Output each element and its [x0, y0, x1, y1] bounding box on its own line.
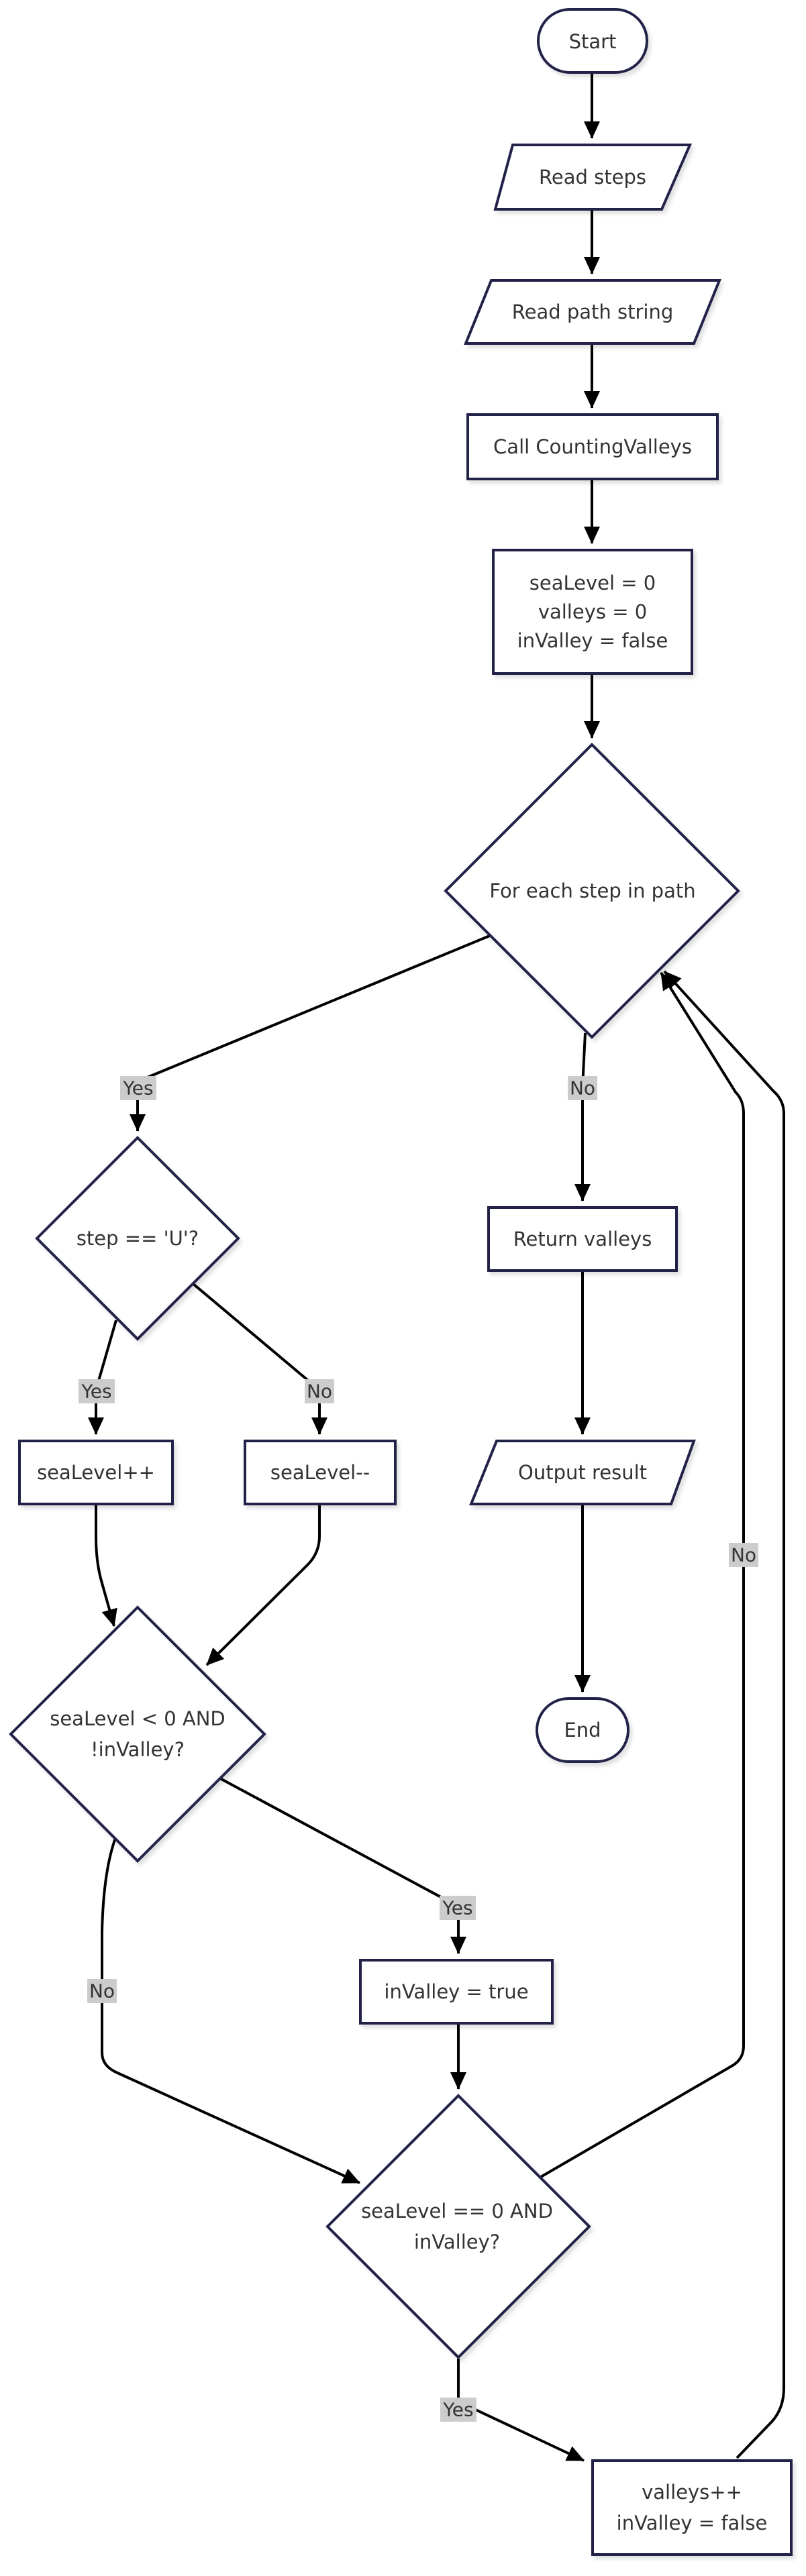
- node-label-check-surface-line-1: seaLevel == 0 AND: [361, 2200, 553, 2222]
- edge-label-text: No: [570, 1077, 595, 1099]
- edge-check-below-to-check-surface: [101, 1837, 360, 2184]
- node-label-end-line-1: End: [564, 1719, 601, 1741]
- node-label-step-u-line-1: step == 'U'?: [77, 1227, 199, 1250]
- node-label-output-line-1: Output result: [518, 1461, 647, 1484]
- node-set-in-valley[interactable]: [359, 1959, 554, 2025]
- node-for-each-step[interactable]: [444, 743, 740, 1039]
- node-sea-level-inc[interactable]: [18, 1440, 174, 1505]
- nodes: [9, 8, 793, 2556]
- node-label-init-line-3: inValley = false: [517, 629, 668, 652]
- node-return-valleys[interactable]: [487, 1206, 678, 1272]
- node-label-count-valley-line-1: valleys++: [642, 2481, 742, 2504]
- edge-label-text: Yes: [122, 1077, 153, 1099]
- edge-labels: Yes No Yes No Yes No Yes No: [79, 1076, 758, 2422]
- edge-label-step-yes: Yes: [79, 1379, 115, 1403]
- node-end[interactable]: [536, 1697, 629, 1763]
- node-label-set-in-valley-line-1: inValley = true: [384, 1980, 528, 2003]
- edge-label-text: Yes: [442, 1897, 472, 1919]
- node-step-is-u[interactable]: [35, 1136, 240, 1341]
- edge-loop-to-step: [130, 934, 492, 1132]
- node-label-read-path-line-1: Read path string: [512, 301, 673, 323]
- edge-label-text: No: [89, 1980, 115, 2002]
- node-check-surface[interactable]: [325, 2094, 591, 2359]
- edge-label-step-no: No: [305, 1379, 334, 1403]
- edge-step-to-sea-dec: [192, 1283, 328, 1435]
- node-label-read-steps-line-1: Read steps: [539, 166, 646, 189]
- edge-loop-to-return: [574, 1032, 591, 1201]
- edge-label-loop-no: No: [568, 1076, 597, 1100]
- node-output-result[interactable]: [469, 1440, 696, 1505]
- edge-label-text: No: [307, 1381, 332, 1403]
- node-label-loop-line-1: For each step in path: [489, 879, 695, 902]
- edge-label-surface-no: No: [729, 1543, 758, 1567]
- node-call-counting-valleys[interactable]: [466, 413, 719, 480]
- edge-label-below-no: No: [87, 1979, 117, 2003]
- edge-label-below-yes: Yes: [440, 1896, 476, 1920]
- edge-step-to-sea-inc: [88, 1320, 117, 1435]
- edge-check-below-to-set-valley: [218, 1776, 466, 1954]
- node-label-return-valleys-line-1: Return valleys: [513, 1228, 652, 1250]
- node-label-init-line-1: seaLevel = 0: [530, 572, 656, 594]
- node-start[interactable]: [537, 8, 648, 74]
- node-read-path[interactable]: [464, 279, 721, 345]
- node-read-steps[interactable]: [493, 144, 693, 211]
- node-label-count-valley-line-2: inValley = false: [617, 2512, 768, 2534]
- node-label-check-surface-line-2: inValley?: [414, 2231, 500, 2253]
- node-count-valley[interactable]: [591, 2459, 793, 2556]
- node-label-sea-dec-line-1: seaLevel--: [270, 1461, 370, 1484]
- edge-label-surface-yes: Yes: [440, 2398, 476, 2422]
- node-sea-level-dec[interactable]: [244, 1440, 397, 1505]
- node-check-below-sea[interactable]: [9, 1605, 266, 1863]
- node-label-check-below-line-2: !inValley?: [91, 1738, 185, 1761]
- edge-surface-to-count: [457, 2359, 585, 2462]
- node-label-check-below-line-1: seaLevel < 0 AND: [50, 1707, 225, 1730]
- edge-label-loop-yes: Yes: [120, 1076, 156, 1100]
- edge-label-text: Yes: [442, 2399, 473, 2421]
- edge-label-text: Yes: [81, 1381, 111, 1403]
- node-init-variables[interactable]: [492, 549, 693, 675]
- node-label-sea-inc-line-1: seaLevel++: [37, 1461, 155, 1484]
- node-label-start-line-1: Start: [569, 30, 617, 53]
- edge-surface-no-loop-back: [540, 971, 745, 2178]
- edge-sea-inc-to-check-below: [95, 1504, 117, 1627]
- edge-label-text: No: [731, 1544, 756, 1566]
- edge-sea-dec-to-check-below: [205, 1504, 321, 1666]
- node-label-call-cv-line-1: Call CountingValleys: [493, 435, 692, 458]
- node-label-init-line-2: valleys = 0: [538, 600, 647, 623]
- edge-count-loop-back: [663, 970, 785, 2459]
